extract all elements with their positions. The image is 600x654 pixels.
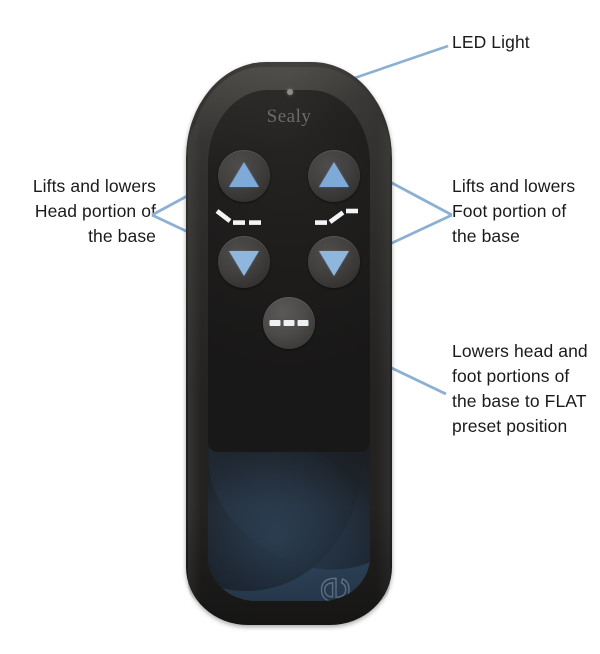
flat-preset-button[interactable] xyxy=(263,297,315,349)
remote-control: ease Sealy xyxy=(186,62,392,625)
remote-left-edge xyxy=(188,122,204,602)
foot-up-button[interactable] xyxy=(308,150,360,202)
triangle-up-icon xyxy=(229,162,259,187)
remote-right-edge xyxy=(374,122,390,602)
brand-logo: Sealy xyxy=(266,106,312,127)
head-up-button[interactable] xyxy=(218,150,270,202)
foot-down-button[interactable] xyxy=(308,236,360,288)
foot-raised-bed-icon xyxy=(315,208,358,225)
callout-head-controls: Lifts and lowers Head portion of the bas… xyxy=(32,176,156,246)
remote-bottom-shading xyxy=(186,505,392,625)
triangle-up-icon xyxy=(319,162,349,187)
panel-glow xyxy=(208,441,370,601)
callout-foot-controls: Lifts and lowers Foot portion of the bas… xyxy=(452,176,576,246)
callout-led-light: LED Light xyxy=(452,32,530,52)
callout-flat-preset: Lowers head and foot portions of the bas… xyxy=(452,341,588,436)
led-light-indicator xyxy=(287,89,293,95)
triangle-down-icon xyxy=(319,251,349,276)
triangle-down-icon xyxy=(229,251,259,276)
head-raised-bed-icon xyxy=(215,209,261,225)
three-dashes-icon xyxy=(269,320,309,326)
head-down-button[interactable] xyxy=(218,236,270,288)
